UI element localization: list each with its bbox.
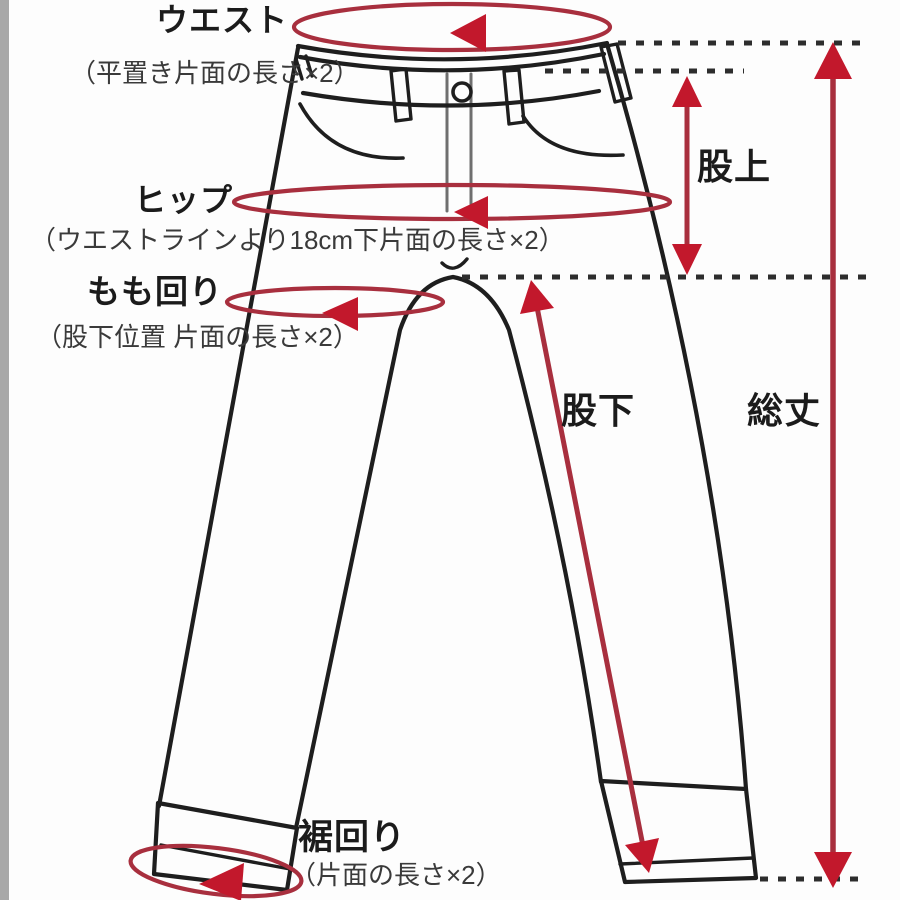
total-arrowhead-top-icon bbox=[814, 42, 852, 79]
waist-measure-ellipse bbox=[291, 1, 613, 53]
waistband-bottom bbox=[300, 88, 602, 108]
left-edge-strip bbox=[0, 0, 9, 900]
outer-seam-right bbox=[604, 41, 749, 792]
thigh-note: （股下位置 片面の長さ×2） bbox=[36, 322, 359, 352]
belt-loop-left bbox=[389, 67, 413, 123]
pocket-left bbox=[298, 102, 405, 160]
hip-measure-ellipse bbox=[231, 182, 673, 222]
inseam-arrowhead-top-icon bbox=[520, 280, 554, 314]
dotted-lines-group bbox=[462, 40, 868, 882]
thigh-arrowhead-icon bbox=[322, 297, 358, 331]
fly-lines-group bbox=[445, 72, 473, 213]
total-length-label: 総丈 bbox=[747, 390, 822, 431]
inner-seams-and-crotch bbox=[293, 274, 604, 831]
inseam-arrowhead-bottom-icon bbox=[625, 838, 659, 873]
waistband-top-outer bbox=[295, 40, 610, 62]
hem-arrowhead-icon bbox=[199, 863, 244, 900]
waistband-top-inner bbox=[297, 51, 607, 73]
thigh-label: もも回り bbox=[87, 273, 223, 310]
inseam-arrow-shaft bbox=[534, 304, 646, 849]
waist-note: （平置き片面の長さ×2） bbox=[70, 58, 360, 88]
pocket-right bbox=[521, 114, 625, 158]
total-arrowhead-bottom-icon bbox=[814, 852, 852, 888]
cuff-right bbox=[598, 778, 759, 885]
rise-arrowhead-bottom-icon bbox=[672, 244, 702, 275]
waist-label: ウエスト bbox=[156, 2, 289, 38]
cuff-left-hemline bbox=[159, 843, 292, 871]
outer-seam-left bbox=[156, 45, 301, 809]
hem-label: 裾回り bbox=[298, 818, 407, 857]
outline-group bbox=[151, 40, 759, 893]
rise-label: 股上 bbox=[697, 146, 772, 187]
hip-note: （ウエストラインより18cm下片面の長さ×2） bbox=[30, 225, 565, 255]
inseam-label: 股下 bbox=[561, 390, 636, 431]
hip-label: ヒップ bbox=[134, 182, 234, 218]
hem-measure-ellipse bbox=[128, 843, 304, 899]
belt-loop-right bbox=[599, 42, 633, 104]
hem-note: （片面の長さ×2） bbox=[290, 860, 502, 890]
belt-loop-center bbox=[502, 68, 526, 126]
waist-arrowhead-icon bbox=[450, 14, 486, 52]
waist-button bbox=[451, 81, 473, 103]
crotch-notch bbox=[440, 257, 469, 270]
red-arrowheads-group bbox=[199, 14, 852, 900]
rise-arrowhead-top-icon bbox=[672, 76, 702, 107]
red-measure-lines-group bbox=[128, 1, 836, 899]
hip-arrowhead-icon bbox=[454, 196, 488, 229]
